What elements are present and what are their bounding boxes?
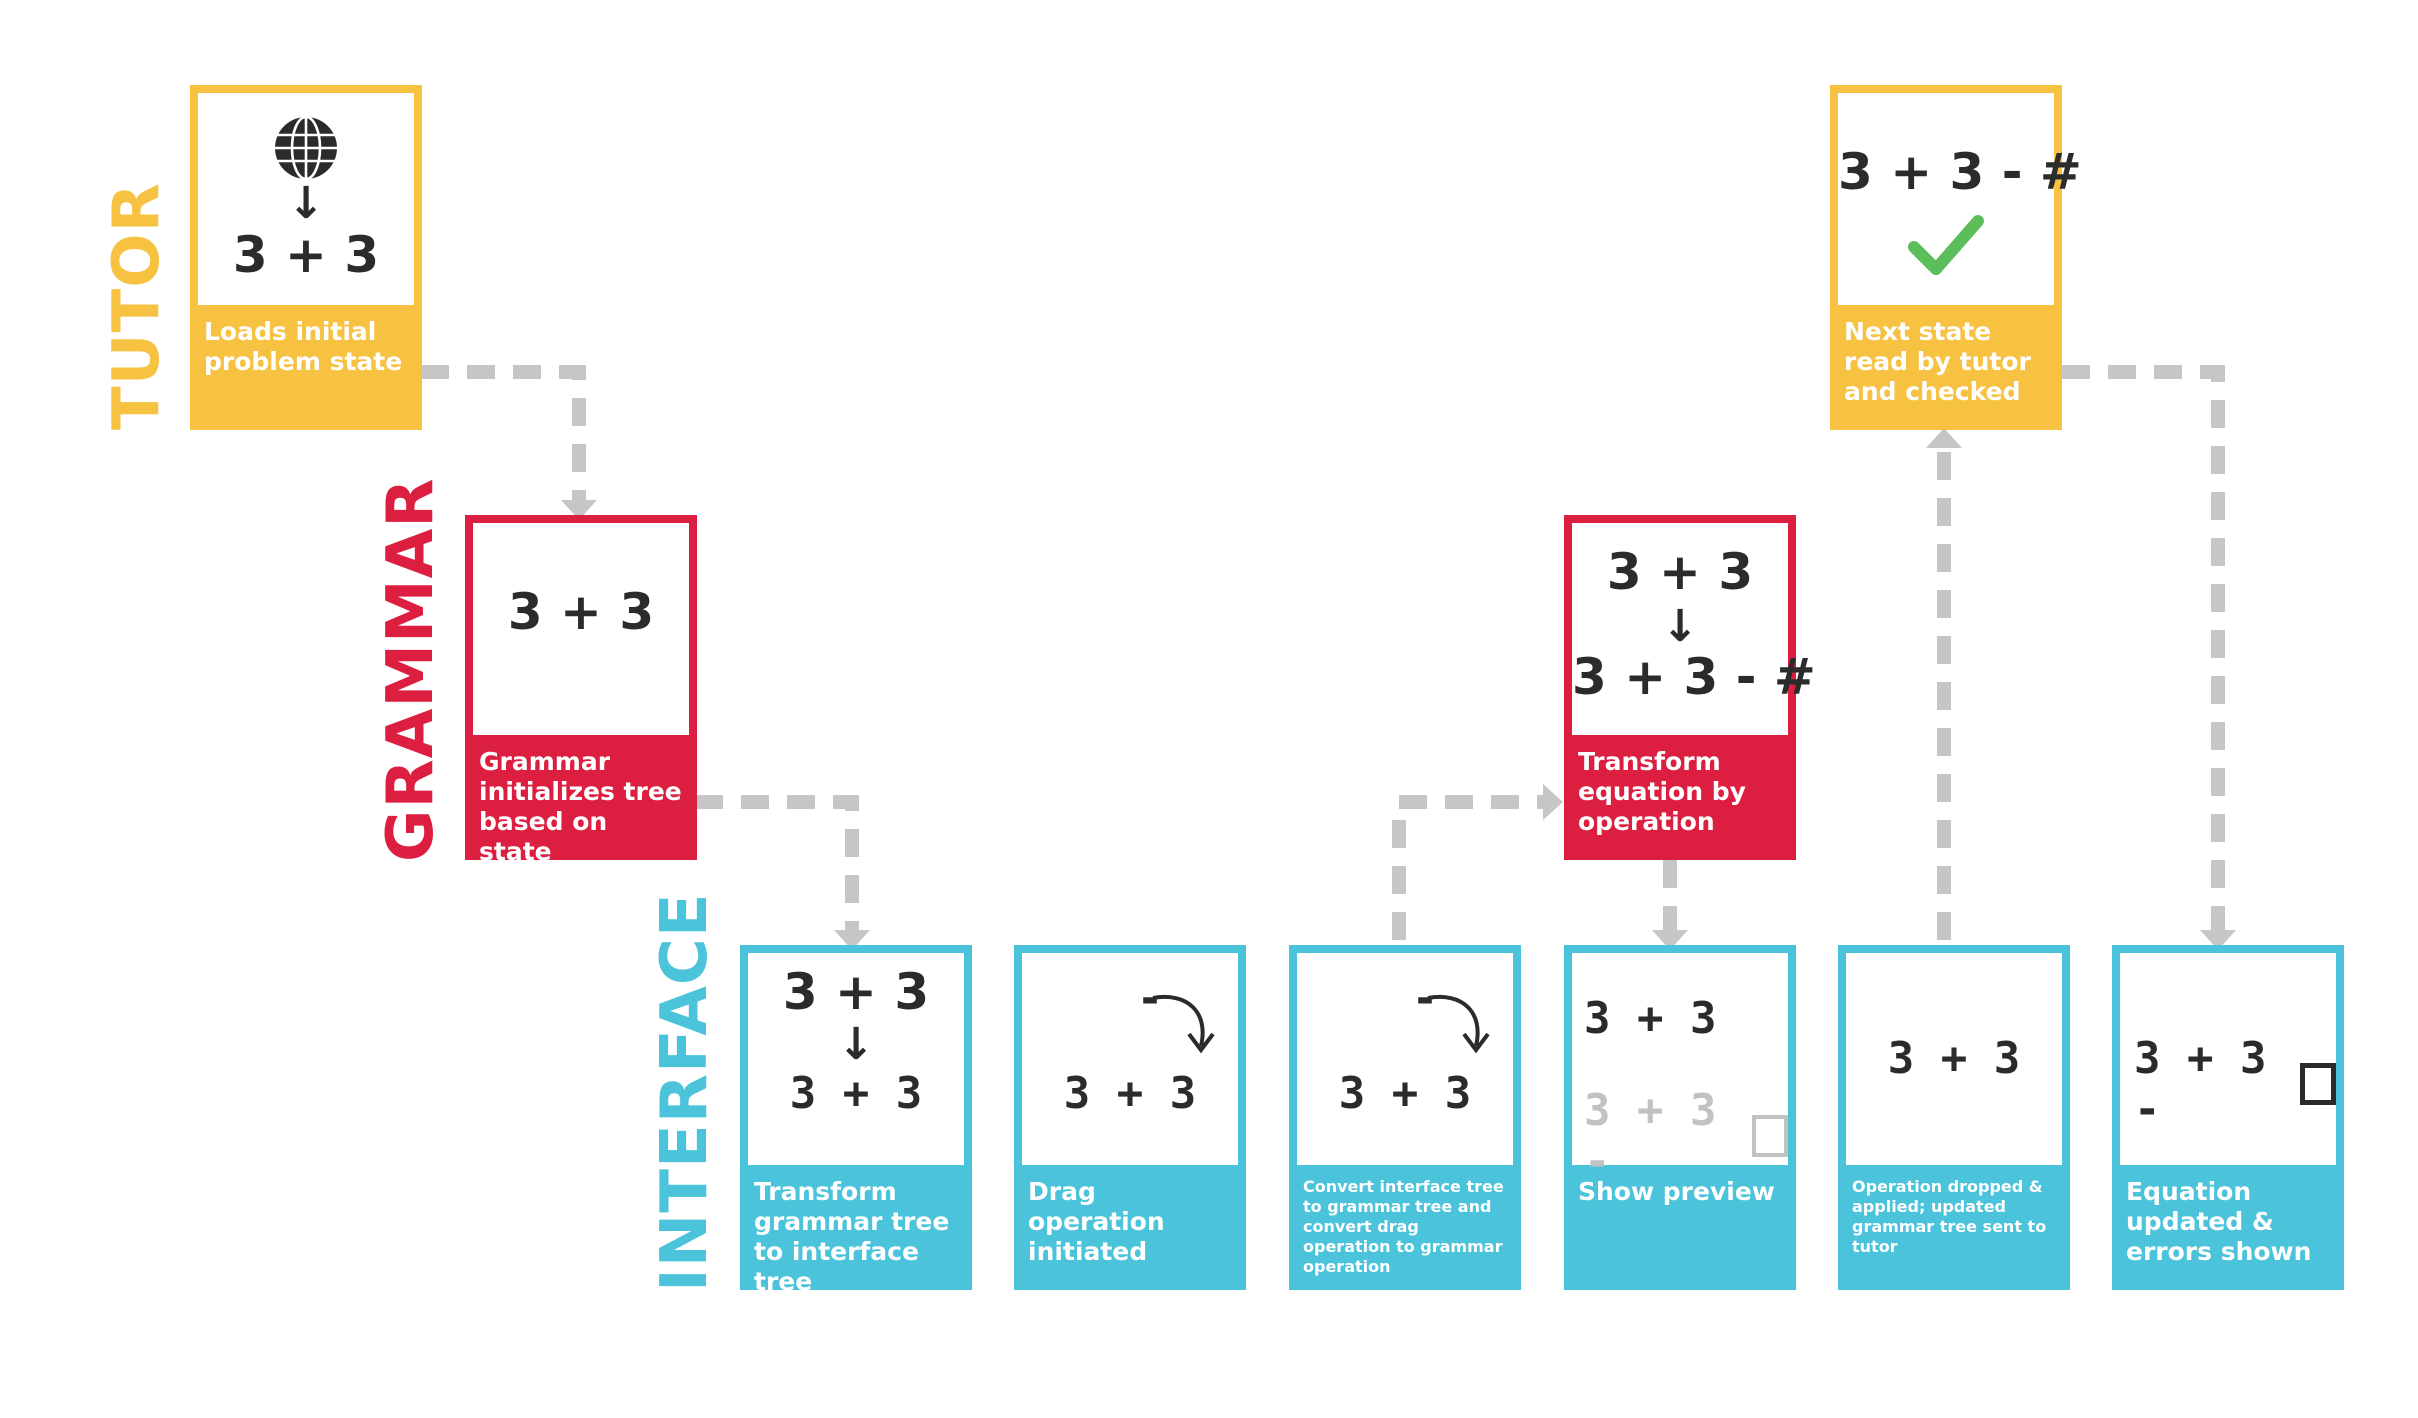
math-preview-row: 3 + 3 - <box>1584 1085 1788 1187</box>
card-content: 3 + 3 <box>1846 953 2062 1165</box>
caption-iface-dropped: Operation dropped & applied; updated gra… <box>1852 1177 2047 1256</box>
math-current: 3 + 3 <box>1584 993 1717 1044</box>
card-iface-preview: 3 + 3 3 + 3 - Show preview <box>1564 945 1796 1290</box>
math-interface: 3 + 3 <box>1887 1033 2021 1084</box>
card-iface-transform: 3 + 3 ↓ 3 + 3 Transform grammar tree to … <box>740 945 972 1296</box>
connector-tutor-to-updated <box>2062 365 2225 932</box>
card-iface-dropped: 3 + 3 Operation dropped & applied; updat… <box>1838 945 2070 1290</box>
placeholder-box-icon <box>2299 1063 2336 1105</box>
math-preview: 3 + 3 - <box>1584 1085 1717 1187</box>
globe-icon <box>275 115 337 181</box>
caption-iface-updated: Equation updated & errors shown <box>2126 1177 2312 1266</box>
down-arrow-icon: ↓ <box>1661 601 1699 652</box>
math-interface: 3 + 3 <box>1338 1068 1472 1119</box>
arrowhead-grammar-transform <box>1543 784 1563 820</box>
math-interface: 3 + 3 <box>1063 1068 1197 1119</box>
caption-iface-transform: Transform grammar tree to interface tree <box>754 1177 950 1296</box>
math-grammar-tree: 3 + 3 <box>507 583 655 641</box>
math-interface: 3 + 3 - <box>2134 1033 2267 1135</box>
connector-tutor-to-grammar <box>421 365 586 502</box>
down-arrow-icon: ↓ <box>837 1019 875 1070</box>
caption-grammar-init: Grammar initializes tree based on state <box>479 747 682 866</box>
card-content: ↓ 3 + 3 <box>198 93 414 305</box>
check-icon <box>1908 215 1984 275</box>
connector-convert-to-grammar <box>1392 795 1545 940</box>
card-iface-convert: - 3 + 3 Convert interface tree to gramma… <box>1289 945 1521 1290</box>
card-content: 3 + 3 ↓ 3 + 3 <box>748 953 964 1165</box>
curved-arrow-icon <box>1427 994 1490 1054</box>
math-updated-row: 3 + 3 - <box>2134 1033 2336 1135</box>
card-content: - 3 + 3 <box>1297 953 1513 1165</box>
math-grammar: 3 + 3 <box>782 963 930 1021</box>
arrowhead-tutor-check <box>1926 428 1962 448</box>
caption-grammar-transform: Transform equation by operation <box>1578 747 1746 836</box>
card-iface-updated: 3 + 3 - Equation updated & errors shown <box>2112 945 2344 1290</box>
card-content: 3 + 3 - # <box>1838 93 2082 305</box>
caption-tutor-check: Next state read by tutor and checked <box>1844 317 2031 406</box>
placeholder-box-icon <box>1751 1115 1788 1157</box>
math-initial: 3 + 3 <box>232 226 380 284</box>
caption-iface-drag: Drag operation initiated <box>1028 1177 1165 1266</box>
arrowhead-iface-updated <box>2200 930 2236 950</box>
card-content: 3 + 3 - <box>2120 953 2336 1165</box>
math-before: 3 + 3 <box>1606 543 1754 601</box>
down-arrow-icon: ↓ <box>287 178 325 229</box>
connector-grammar-to-interface <box>695 795 859 932</box>
caption-tutor-load: Loads initial problem state <box>204 317 403 376</box>
card-content: - 3 + 3 <box>1022 953 1238 1165</box>
card-content: 3 + 3 <box>473 523 689 735</box>
arrowhead-grammar-init <box>561 500 597 520</box>
math-next-state: 3 + 3 - # <box>1838 143 2082 201</box>
arrowhead-iface-preview <box>1652 930 1688 950</box>
card-grammar-init: 3 + 3 Grammar initializes tree based on … <box>465 515 697 866</box>
card-iface-drag: - 3 + 3 Drag operation initiated <box>1014 945 1246 1290</box>
curved-arrow-icon <box>1152 994 1215 1054</box>
card-content: 3 + 3 ↓ 3 + 3 - # <box>1572 523 1816 735</box>
caption-iface-convert: Convert interface tree to grammar tree a… <box>1303 1177 1504 1276</box>
card-tutor-load: ↓ 3 + 3 Loads initial problem state <box>190 85 422 430</box>
math-interface: 3 + 3 <box>789 1068 923 1119</box>
math-after: 3 + 3 - # <box>1572 648 1816 706</box>
card-tutor-check: 3 + 3 - # Next state read by tutor and c… <box>1830 85 2082 430</box>
card-content: 3 + 3 3 + 3 - <box>1572 953 1788 1187</box>
arrowhead-iface-transform <box>834 930 870 950</box>
caption-iface-preview: Show preview <box>1578 1177 1775 1206</box>
card-grammar-transform: 3 + 3 ↓ 3 + 3 - # Transform equation by … <box>1564 515 1816 860</box>
